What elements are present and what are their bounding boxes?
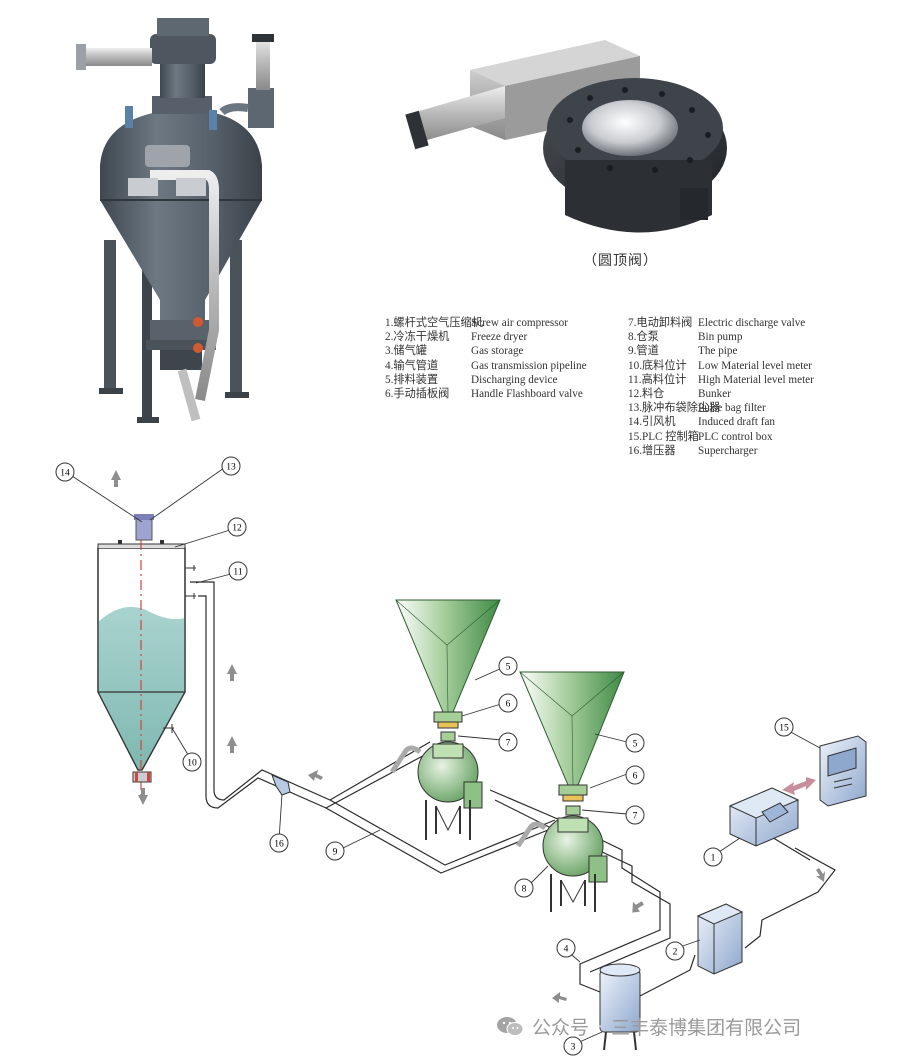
plc-control-box <box>819 735 867 807</box>
wechat-watermark: 公众号 · 三丰泰博集团有限公司 <box>496 1013 801 1040</box>
callout-6b: 6 <box>625 765 645 785</box>
up-arrow-icon <box>111 470 121 487</box>
svg-text:4: 4 <box>564 945 569 955</box>
callout-3: 3 <box>563 1036 583 1056</box>
svg-text:1: 1 <box>711 854 716 864</box>
callout-11: 11 <box>228 561 248 581</box>
svg-text:5: 5 <box>506 663 511 673</box>
svg-text:8: 8 <box>522 885 527 895</box>
svg-text:5: 5 <box>633 740 638 750</box>
callout-15: 15 <box>774 717 794 737</box>
wechat-icon <box>497 1016 524 1036</box>
callout-16: 16 <box>269 833 289 853</box>
svg-text:13: 13 <box>226 463 236 473</box>
callout-7a: 7 <box>498 732 518 752</box>
bin-pump-2 <box>515 815 608 912</box>
up-arrow-icon <box>227 736 237 753</box>
svg-text:10: 10 <box>187 759 197 769</box>
callout-5a: 5 <box>498 656 518 676</box>
callout-7b: 7 <box>625 805 645 825</box>
callout-4: 4 <box>556 938 576 958</box>
supercharger <box>271 774 291 796</box>
callout-6a: 6 <box>498 693 518 713</box>
svg-text:11: 11 <box>233 568 242 578</box>
callout-12: 12 <box>227 517 247 537</box>
callout-5b: 5 <box>625 733 645 753</box>
svg-text:7: 7 <box>633 812 638 822</box>
callout-13: 13 <box>221 456 241 476</box>
watermark-separator: · <box>597 1015 604 1038</box>
callout-8: 8 <box>514 878 534 898</box>
svg-text:7: 7 <box>506 739 511 749</box>
callout-1: 1 <box>703 847 723 867</box>
watermark-company: 三丰泰博集团有限公司 <box>611 1017 802 1039</box>
callout-9: 9 <box>325 841 345 861</box>
screw-air-compressor <box>728 787 800 847</box>
svg-text:9: 9 <box>333 848 338 858</box>
svg-text:12: 12 <box>232 524 242 534</box>
svg-text:3: 3 <box>571 1043 576 1053</box>
bin-pump-photo <box>76 18 274 423</box>
double-arrow-icon <box>782 777 816 795</box>
freeze-dryer <box>696 903 744 975</box>
svg-text:2: 2 <box>673 948 678 958</box>
pipe-network <box>146 520 836 997</box>
dome-valve-caption: （圆顶阀） <box>583 254 658 269</box>
svg-text:6: 6 <box>506 700 511 710</box>
gas-storage-tank <box>599 963 641 1051</box>
watermark-account: 公众号 <box>532 1017 590 1039</box>
flow-arrows <box>111 470 825 1003</box>
callout-10: 10 <box>182 752 202 772</box>
callout-leaders <box>71 467 821 1045</box>
callout-14: 14 <box>55 462 75 482</box>
dome-valve-photo <box>405 40 727 233</box>
up-arrow-icon <box>227 664 237 681</box>
callout-2: 2 <box>665 941 685 961</box>
svg-text:14: 14 <box>60 469 70 479</box>
pulse-bag-filter <box>135 517 153 541</box>
bin-pump-1 <box>389 741 483 840</box>
discharging-device-1 <box>395 599 501 742</box>
callouts: 14 13 12 11 10 16 9 5 6 7 5 6 7 8 1 2 4 … <box>55 456 794 1056</box>
down-arrow-icon <box>138 788 148 805</box>
svg-text:6: 6 <box>633 772 638 782</box>
svg-text:15: 15 <box>779 724 789 734</box>
bunker-silo <box>97 514 196 800</box>
svg-text:16: 16 <box>274 840 284 850</box>
discharging-device-2 <box>519 671 625 816</box>
